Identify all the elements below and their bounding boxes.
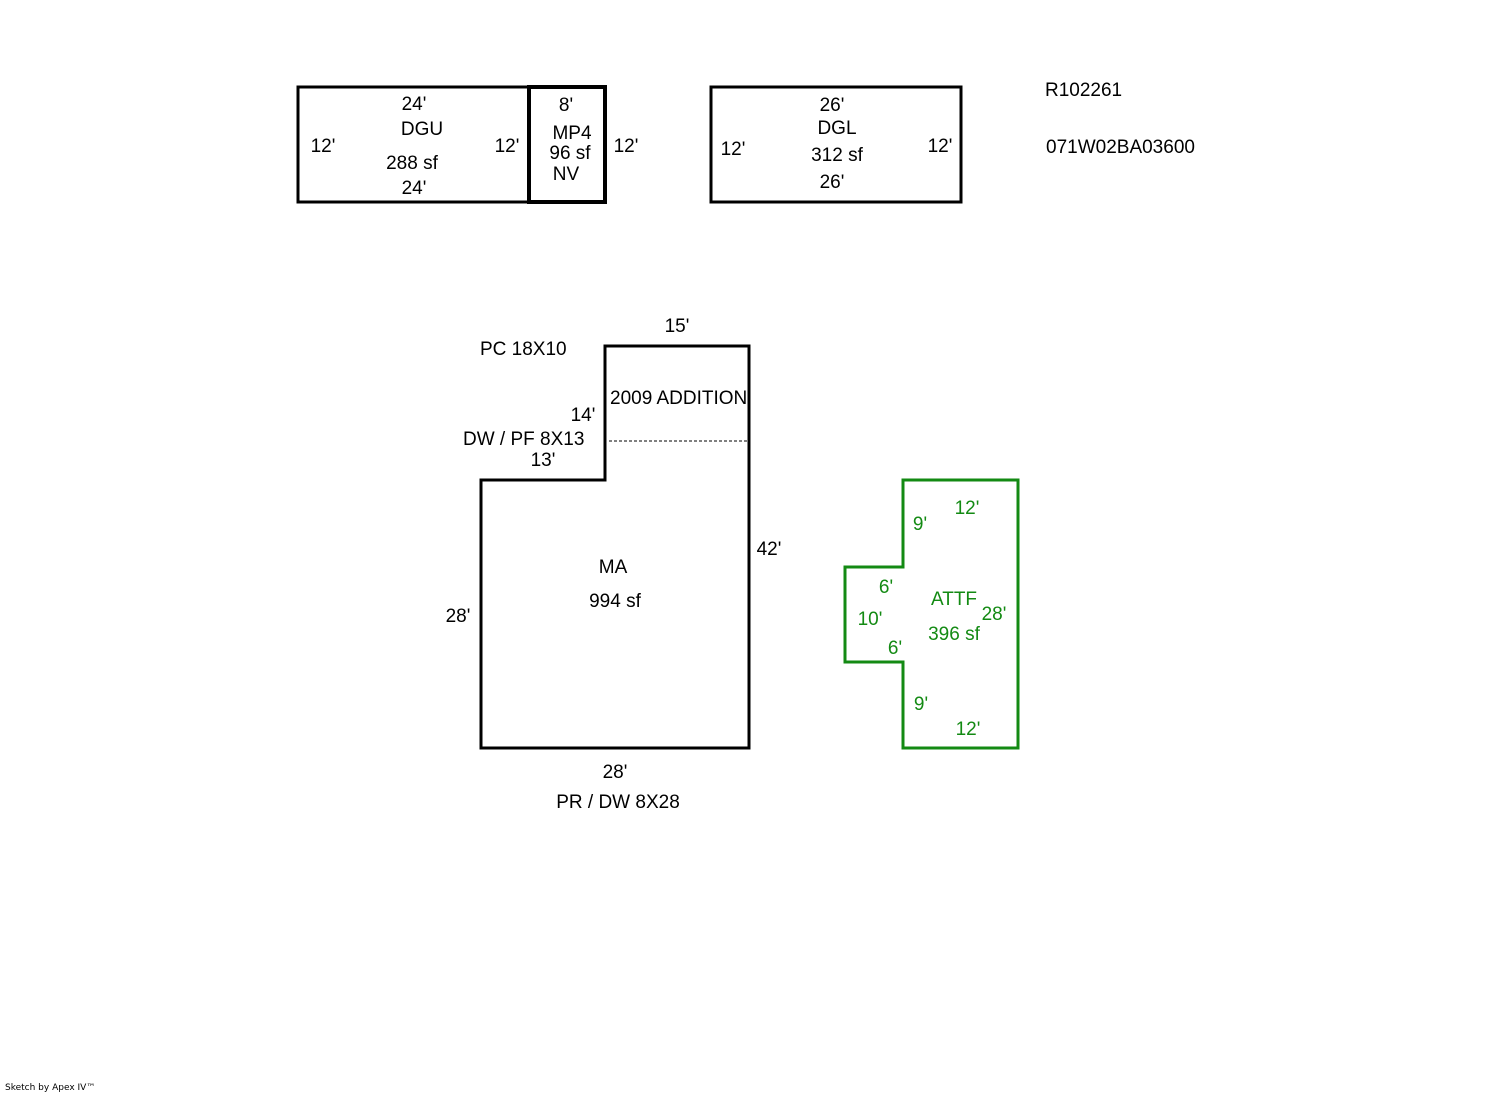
dw-pf-note: DW / PF 8X13 (463, 429, 584, 450)
attf-outline (843, 478, 1020, 750)
dgu-top-dim: 24' (402, 94, 427, 115)
attf-upper-left-dim: 9' (913, 514, 927, 535)
attf-bottom-dim: 12' (956, 719, 981, 740)
dgl-area: 312 sf (811, 145, 863, 166)
attf-notch-bottom-dim: 6' (888, 638, 902, 659)
attf-top-dim: 12' (955, 498, 980, 519)
attf-notch-left-dim: 10' (858, 609, 883, 630)
map-tax-lot: 071W02BA03600 (1046, 137, 1195, 158)
ma-top-dim: 15' (665, 316, 690, 337)
mp4-area: 96 sf (549, 143, 591, 164)
ma-area: 994 sf (589, 591, 641, 612)
sketch-credit: Sketch by Apex IV™ (5, 1083, 95, 1093)
dgl-bottom-dim: 26' (820, 172, 845, 193)
pr-dw-note: PR / DW 8X28 (556, 792, 680, 813)
addition-label: 2009 ADDITION (610, 388, 747, 409)
dgu-right-dim: 12' (495, 136, 520, 157)
attf-code: ATTF (931, 589, 977, 610)
mp4-right-dim: 12' (614, 136, 639, 157)
mp4-top-dim: 8' (559, 95, 573, 116)
dgu-area: 288 sf (386, 153, 438, 174)
mp4-code: MP4 (552, 123, 592, 144)
attf-right-dim: 28' (982, 604, 1007, 625)
dgl-right-dim: 12' (928, 136, 953, 157)
attf-notch-top-dim: 6' (879, 577, 893, 598)
mp4-outline (527, 85, 607, 204)
ma-left-dim: 28' (446, 606, 471, 627)
dgl-code: DGL (817, 118, 856, 139)
dgu-bottom-dim: 24' (402, 178, 427, 199)
pc-note: PC 18X10 (480, 339, 567, 360)
mp4-note: NV (553, 164, 580, 185)
ma-right-dim: 42' (757, 539, 782, 560)
dgl-left-dim: 12' (721, 139, 746, 160)
ma-step-vertical-dim: 14' (571, 405, 596, 426)
dgl-outline (709, 85, 963, 204)
dgu-left-dim: 12' (311, 136, 336, 157)
attf-lower-left-dim: 9' (914, 694, 928, 715)
ma-step-horizontal-dim: 13' (531, 450, 556, 471)
dgu-code: DGU (401, 119, 443, 140)
ma-code: MA (599, 557, 628, 578)
ma-bottom-dim: 28' (603, 762, 628, 783)
attf-area: 396 sf (928, 624, 980, 645)
ma-outline (479, 344, 751, 750)
record-id: R102261 (1045, 80, 1122, 101)
dgl-top-dim: 26' (820, 95, 845, 116)
